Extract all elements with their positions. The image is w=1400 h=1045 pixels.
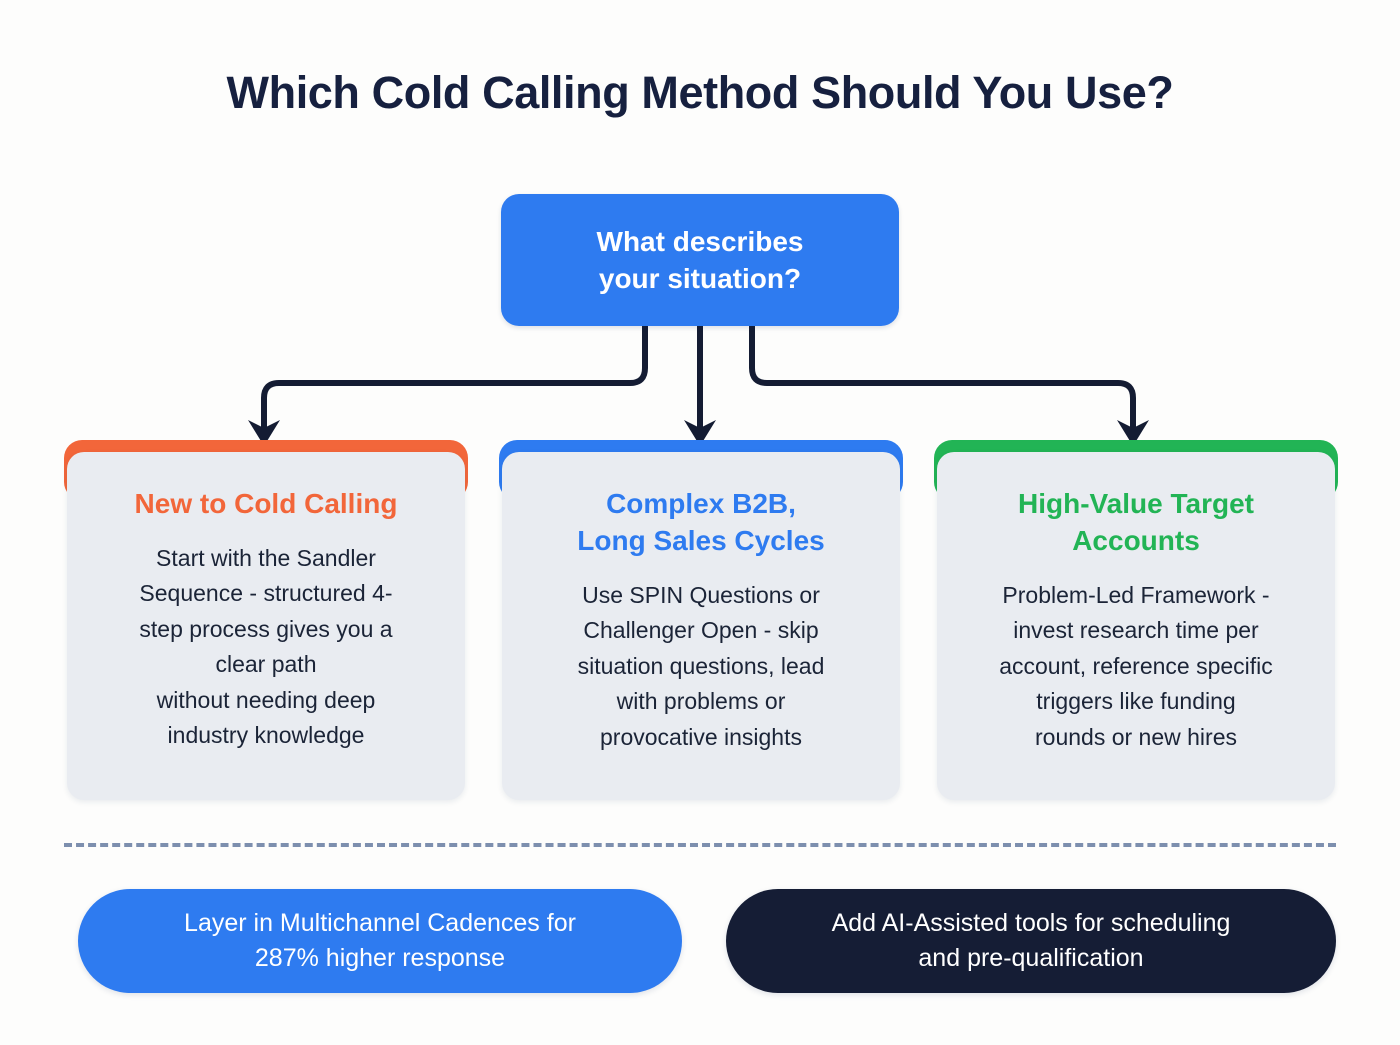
connector-left — [261, 323, 648, 435]
decision-node-label: What describes your situation? — [596, 225, 804, 294]
page-title: Which Cold Calling Method Should You Use… — [226, 67, 1174, 118]
branch-card-complex-b2b[interactable]: Complex B2B, Long Sales Cycles Use SPIN … — [499, 440, 903, 800]
decision-node-root[interactable]: What describes your situation? — [501, 194, 899, 326]
card-title: Complex B2B, Long Sales Cycles — [577, 488, 825, 556]
card-title: New to Cold Calling — [134, 488, 398, 519]
card-description: Use SPIN Questions or Challenger Open - … — [577, 581, 825, 750]
footer-pill-label: Add AI-Assisted tools for scheduling and… — [831, 909, 1231, 972]
footer-pill-ai-assisted-tools[interactable]: Add AI-Assisted tools for scheduling and… — [726, 889, 1336, 993]
footer-pill-multichannel-cadences[interactable]: Layer in Multichannel Cadences for 287% … — [78, 889, 682, 993]
card-body: High-Value Target Accounts Problem-Led F… — [937, 452, 1335, 800]
card-title: High-Value Target Accounts — [1018, 488, 1254, 556]
branch-card-new-to-cold-calling[interactable]: New to Cold Calling Start with the Sandl… — [64, 440, 468, 800]
branch-card-high-value-target-accounts[interactable]: High-Value Target Accounts Problem-Led F… — [934, 440, 1338, 800]
card-description: Start with the Sandler Sequence - struct… — [139, 544, 393, 748]
card-description: Problem-Led Framework - invest research … — [999, 581, 1273, 750]
footer-pill-label: Layer in Multichannel Cadences for 287% … — [184, 909, 576, 972]
card-body: New to Cold Calling Start with the Sandl… — [67, 452, 465, 800]
card-body: Complex B2B, Long Sales Cycles Use SPIN … — [502, 452, 900, 800]
section-divider — [64, 843, 1336, 847]
connector-right — [749, 323, 1136, 435]
